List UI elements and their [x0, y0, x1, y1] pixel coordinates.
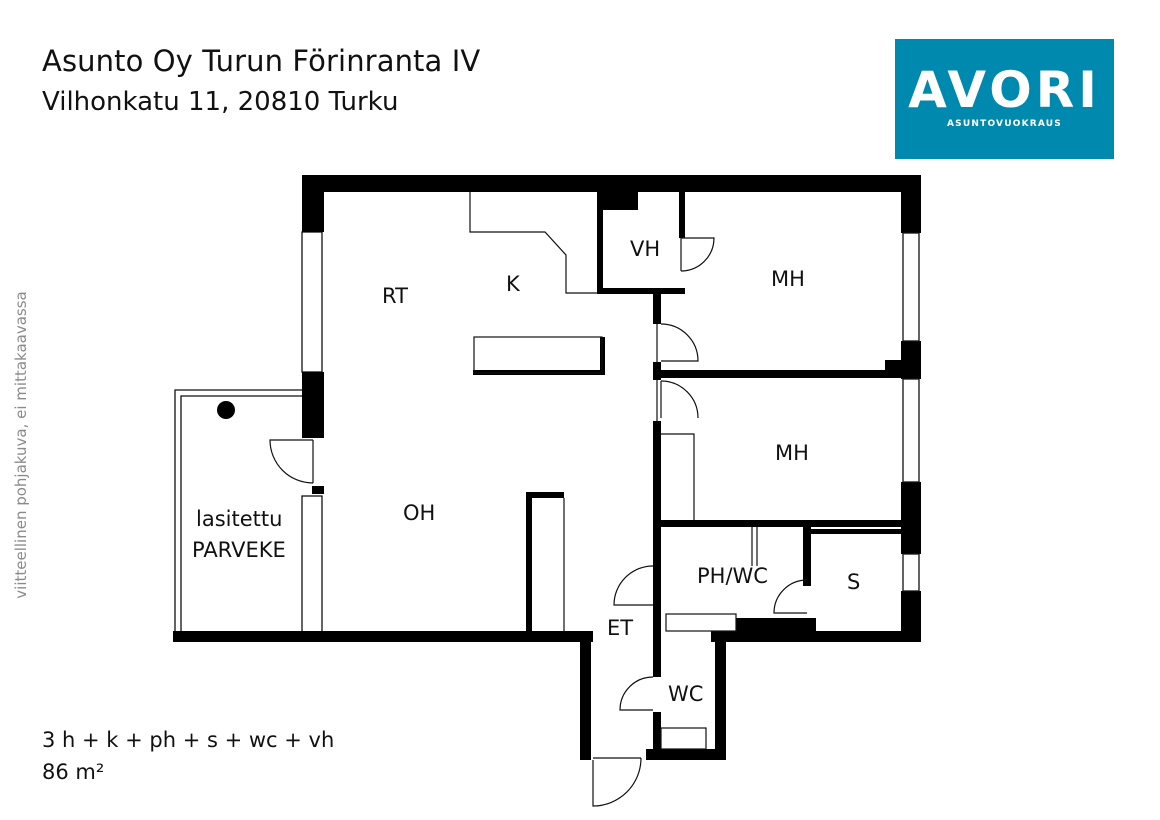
door-swings — [269, 237, 808, 807]
floor-area: 86 m² — [42, 760, 105, 784]
logo-name: AVORI — [908, 61, 1101, 119]
room-label-et: ET — [607, 616, 633, 640]
avori-logo: AVORI ASUNTOVUOKRAUS — [895, 39, 1114, 159]
interior-walls — [473, 188, 905, 760]
balcony-fixture-dot — [217, 401, 235, 419]
room-label-ph-wc: PH/WC — [697, 564, 768, 588]
window-frames — [902, 232, 920, 592]
property-title: Asunto Oy Turun Förinranta IV — [42, 44, 481, 78]
room-label-s: S — [847, 570, 860, 594]
room-label-balcony-1: lasitettu — [196, 507, 282, 531]
room-label-rt: RT — [382, 284, 408, 308]
room-label-wc: WC — [668, 682, 703, 706]
room-label-oh: OH — [403, 501, 435, 525]
room-label-mh-1: MH — [771, 267, 805, 291]
room-label-k: K — [506, 272, 521, 296]
room-label-mh-2: MH — [775, 441, 809, 465]
fixtures — [469, 192, 758, 750]
room-label-vh: VH — [630, 237, 660, 261]
room-label-balcony-2: PARVEKE — [192, 538, 286, 562]
logo-tagline: ASUNTOVUOKRAUS — [947, 119, 1062, 129]
property-address: Vilhonkatu 11, 20810 Turku — [42, 87, 399, 117]
outer-walls — [173, 175, 921, 760]
balcony-outline — [174, 389, 302, 632]
room-summary: 3 h + k + ph + s + wc + vh — [42, 728, 335, 752]
